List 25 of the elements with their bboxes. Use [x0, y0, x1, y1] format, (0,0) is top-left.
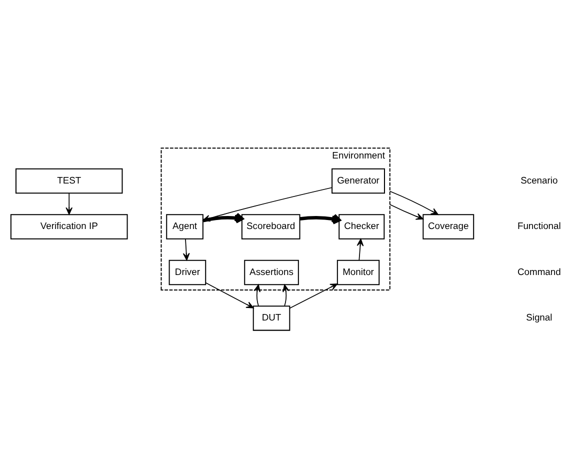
- node-box: Scoreboard: [241, 214, 300, 240]
- arrow: [66, 192, 73, 215]
- node-box: Verification IP: [10, 214, 128, 240]
- arrow: [254, 284, 261, 306]
- label: Scenario: [520, 174, 558, 186]
- arrow: [289, 283, 338, 309]
- arrow: [300, 214, 341, 224]
- node-box: Checker: [338, 214, 385, 240]
- node-box: TEST: [15, 168, 123, 194]
- node-box: Coverage: [422, 214, 474, 240]
- arrow: [282, 284, 290, 306]
- arrow: [356, 238, 364, 260]
- arrow: [389, 190, 439, 216]
- label: Signal: [526, 312, 552, 323]
- node-box: DUT: [252, 306, 290, 331]
- node-box: Monitor: [336, 260, 380, 286]
- node-box: Agent: [166, 214, 204, 240]
- label: Command: [517, 266, 561, 277]
- arrow: [182, 238, 190, 260]
- node-box: Assertions: [244, 260, 299, 286]
- label: Functional: [517, 220, 561, 232]
- node-box: Generator: [332, 168, 385, 194]
- arrow: [389, 204, 424, 220]
- arrow: [205, 282, 254, 308]
- node-box: Driver: [168, 260, 206, 286]
